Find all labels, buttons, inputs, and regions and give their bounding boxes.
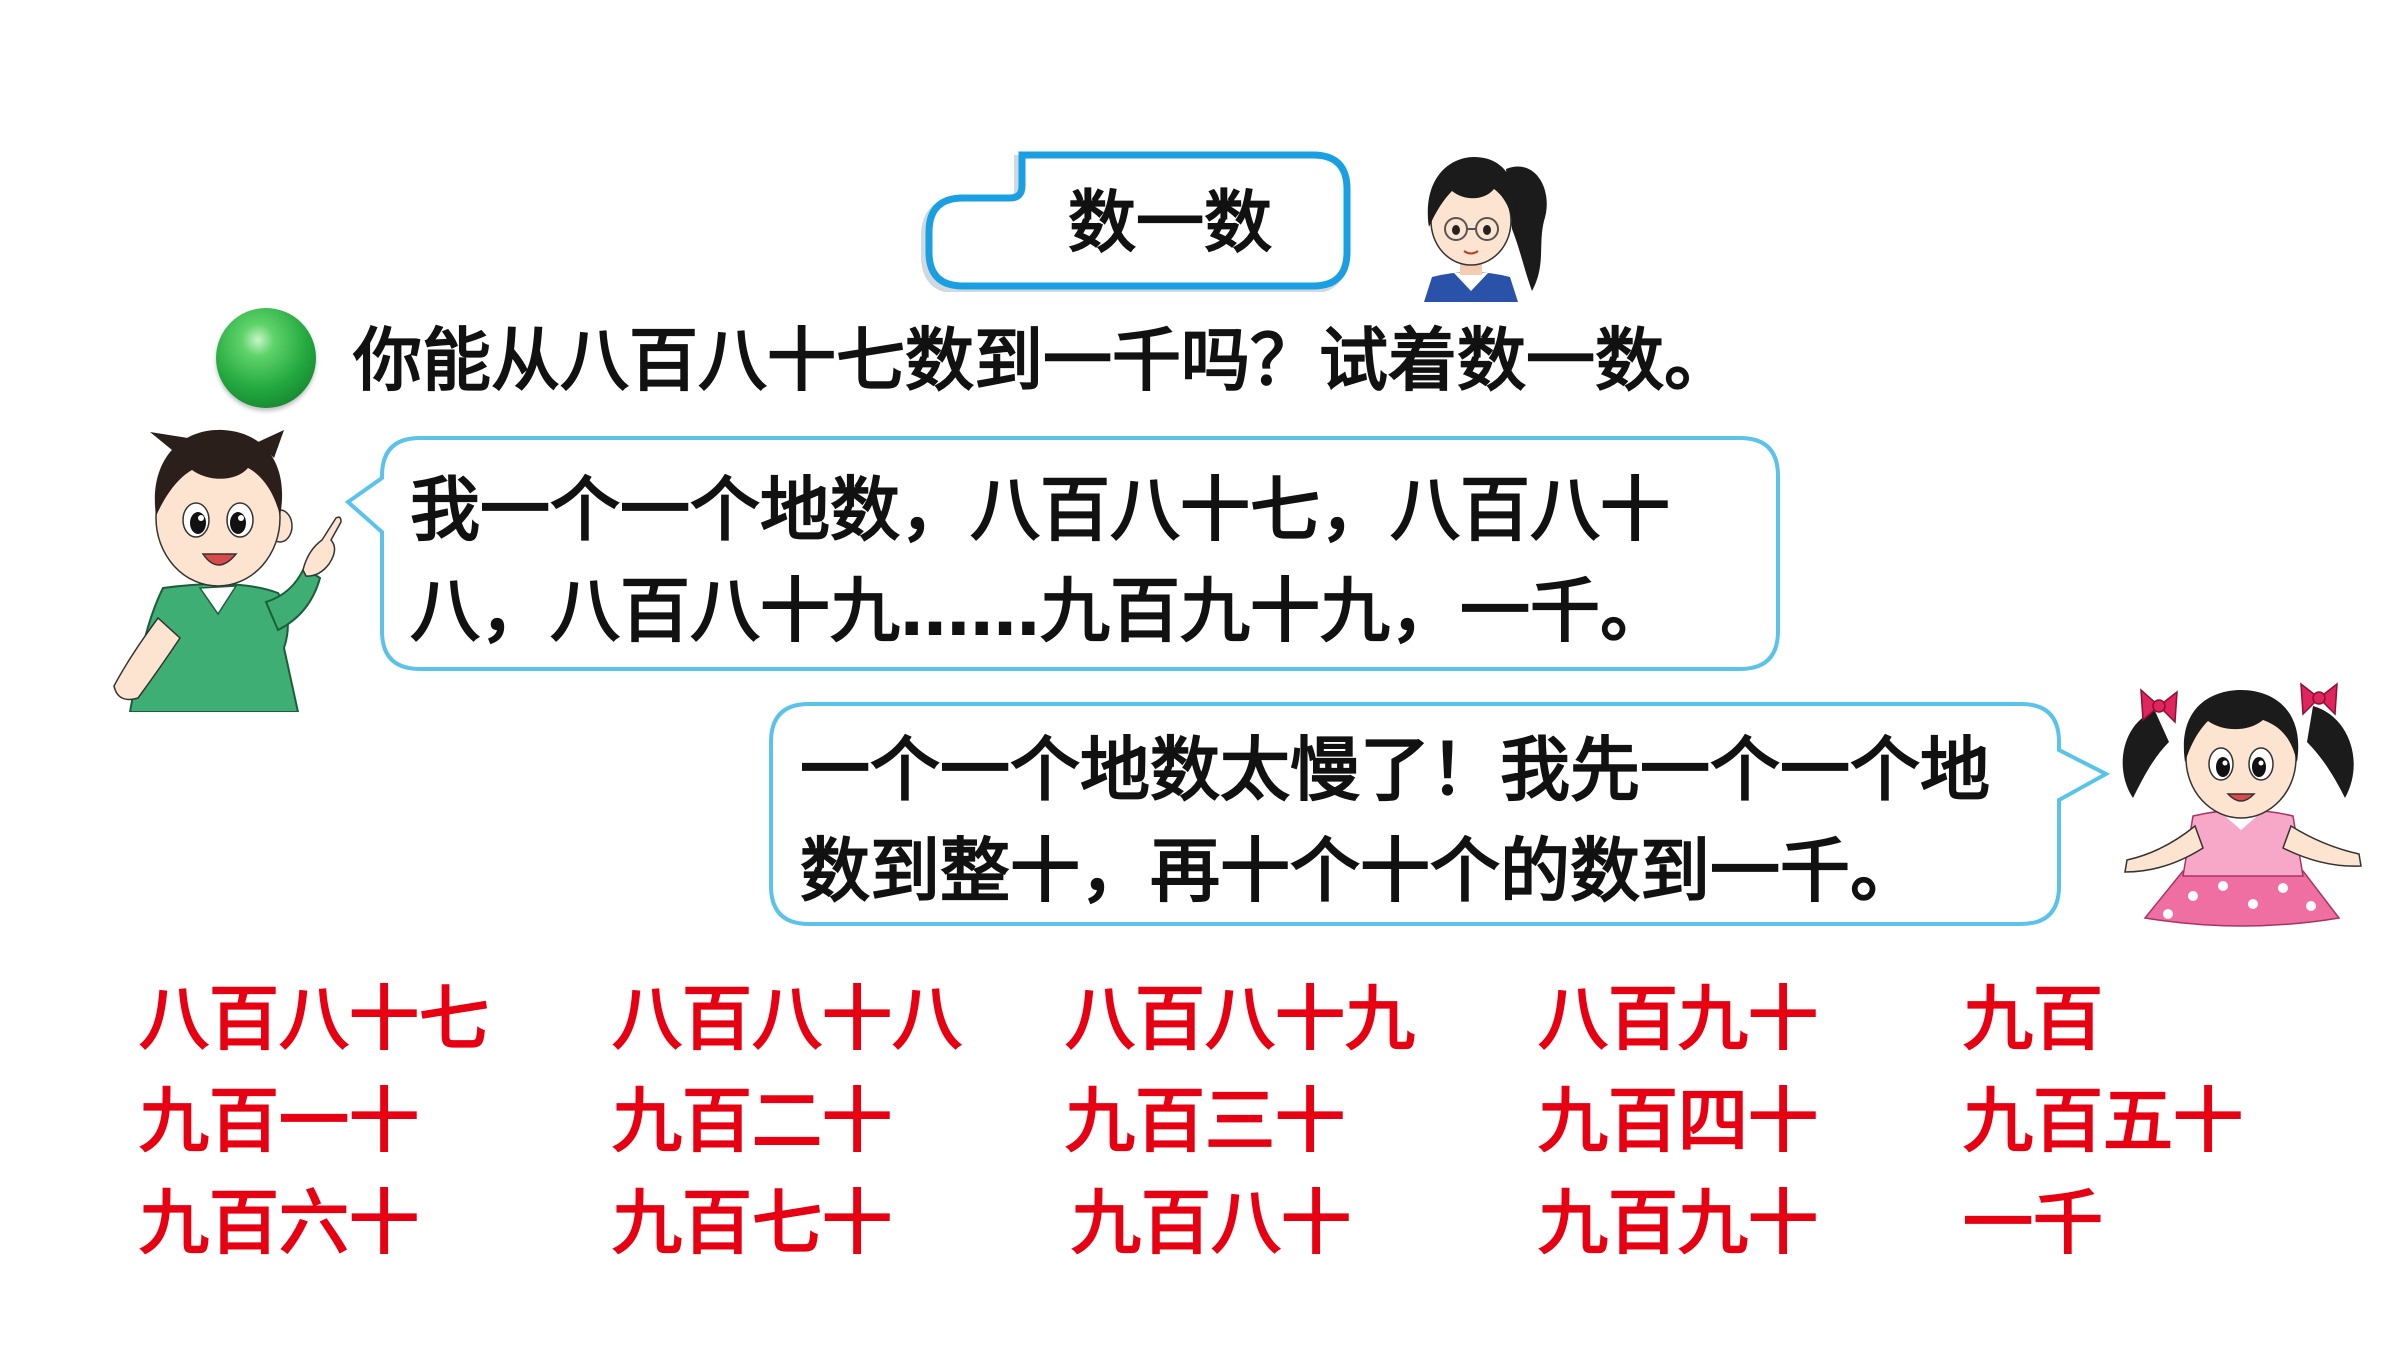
title-box-border <box>925 151 1351 290</box>
number-cell: 八百九十 <box>1538 978 1818 1060</box>
glasses-icon <box>1444 217 1499 241</box>
number-cell: 九百七十 <box>612 1182 892 1264</box>
girl-speech-line-2: 数到整十，再十个十个的数到一千。 <box>800 830 1920 912</box>
boy-illustration <box>113 429 342 712</box>
title-box <box>921 151 1351 292</box>
shirt <box>1424 272 1518 302</box>
boy-speech-line-1: 我一个一个地数，八百八十七，八百八十 <box>410 469 1670 551</box>
number-cell: 九百五十 <box>1963 1080 2243 1162</box>
number-cell: 九百二十 <box>612 1080 892 1162</box>
boy-body <box>113 566 322 712</box>
number-cell: 八百八十八 <box>612 978 962 1060</box>
girl-illustration <box>2122 682 2362 927</box>
number-cell: 九百四十 <box>1538 1080 1818 1162</box>
boy-speech-bubble <box>344 436 1780 671</box>
number-cell: 一千 <box>1963 1182 2103 1264</box>
boy-speech-text: 我一个一个地数，八百八十七，八百八十 八，八百八十九……九百九十九，一千。 <box>410 460 1670 662</box>
girl-speech-text: 一个一个地数太慢了！我先一个一个地 数到整十，再十个十个的数到一千。 <box>800 720 1990 922</box>
green-circle-bullet-icon <box>216 308 316 408</box>
hair-bow-icon <box>2140 682 2338 724</box>
teacher-avatar <box>1424 157 1547 302</box>
boy-hair <box>150 429 284 516</box>
number-cell: 九百六十 <box>139 1182 419 1264</box>
number-cell: 八百八十七 <box>139 978 489 1060</box>
ponytail <box>1506 166 1547 291</box>
girl-speech-bubble <box>769 702 2111 926</box>
hair <box>1427 157 1517 227</box>
girl-speech-line-1: 一个一个地数太慢了！我先一个一个地 <box>800 729 1990 811</box>
boy-speech-line-2: 八，八百八十九……九百九十九，一千。 <box>410 570 1670 652</box>
number-cell: 九百一十 <box>139 1080 419 1162</box>
number-cell: 九百 <box>1963 978 2103 1060</box>
girl-hair <box>2183 690 2299 762</box>
number-cell: 九百三十 <box>1065 1080 1345 1162</box>
girl-skirt <box>2143 870 2341 927</box>
pointing-hand <box>302 516 342 577</box>
number-cell: 八百八十九 <box>1065 978 1415 1060</box>
girl-pigtails <box>2122 706 2354 798</box>
page-title: 数一数 <box>1067 184 1272 263</box>
number-cell: 九百九十 <box>1538 1182 1818 1264</box>
number-cell: 九百八十 <box>1071 1182 1351 1264</box>
question-text: 你能从八百八十七数到一千吗？试着数一数。 <box>353 321 1733 401</box>
